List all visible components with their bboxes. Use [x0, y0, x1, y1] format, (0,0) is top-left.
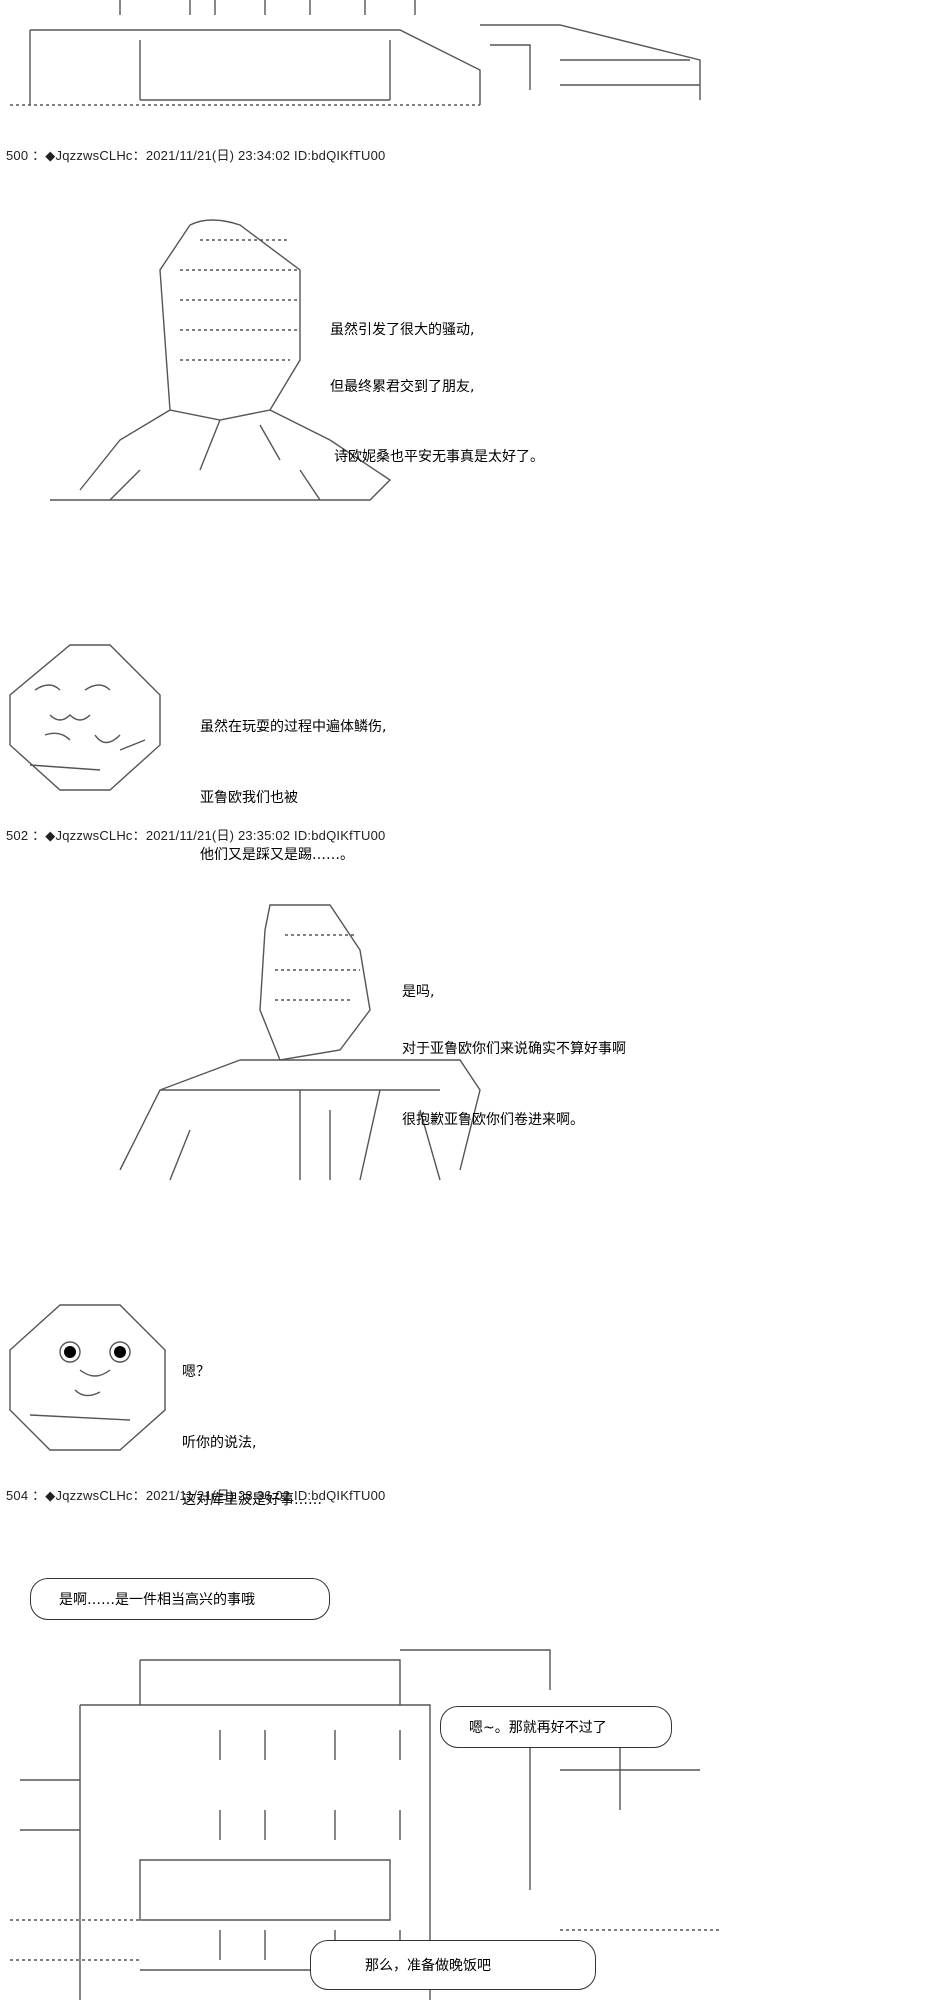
speech-bubble: 那么，准备做晚饭吧: [310, 1940, 596, 1990]
speech-bubble: 嗯~。那就再好不过了: [440, 1706, 672, 1748]
dialogue-line: 虽然在玩耍的过程中遍体鳞伤,: [200, 719, 387, 735]
post-header: 502 ：◆JqzzwsCLHc：2021/11/21(日) 23:35:02 …: [6, 828, 386, 843]
dialogue-line: 虽然引发了很大的骚动,: [330, 322, 475, 338]
character-art-4: [9, 1304, 166, 1451]
speech-bubble: 是啊……是一件相当高兴的事哦: [30, 1578, 330, 1620]
character-art-1: [50, 219, 392, 501]
dialogue-line: 他们又是踩又是踢……。: [200, 847, 354, 863]
post-header: 504 ：◆JqzzwsCLHc：2021/11/21(日) 23:36:02 …: [6, 1488, 386, 1503]
dialogue-line: 但最终累君交到了朋友,: [330, 379, 475, 395]
building-art-bottom: [10, 1649, 720, 2000]
building-art-top: [10, 0, 701, 106]
dialogue-line: 听你的说法,: [182, 1435, 257, 1451]
character-art-2: [9, 644, 161, 791]
dialogue-text: 是吗, 对于亚鲁欧你们来说确实不算好事啊 很抱歉亚鲁欧你们卷进来啊。: [402, 945, 626, 1149]
character-art-3: [119, 904, 481, 1181]
dialogue-text: 虽然在玩耍的过程中遍体鳞伤, 亚鲁欧我们也被 他们又是踩又是踢……。: [200, 680, 386, 884]
dialogue-line: 是吗,: [402, 984, 435, 1000]
dialogue-line: 很抱歉亚鲁欧你们卷进来啊。: [402, 1112, 584, 1128]
dialogue-line: 嗯？: [182, 1364, 210, 1380]
dialogue-line: 亚鲁欧我们也被: [200, 790, 298, 806]
dialogue-line: 这对库里波是好事……: [182, 1492, 322, 1508]
dialogue-text: 嗯？ 听你的说法, 这对库里波是好事……: [182, 1325, 322, 1529]
dialogue-line: 对于亚鲁欧你们来说确实不算好事啊: [402, 1041, 626, 1057]
dialogue-line: 诗欧妮桑也平安无事真是太好了。: [334, 449, 544, 465]
dialogue-text: 虽然引发了很大的骚动, 但最终累君交到了朋友, 诗欧妮桑也平安无事真是太好了。: [330, 283, 544, 486]
post-header: 500 ：◆JqzzwsCLHc：2021/11/21(日) 23:34:02 …: [6, 148, 386, 163]
